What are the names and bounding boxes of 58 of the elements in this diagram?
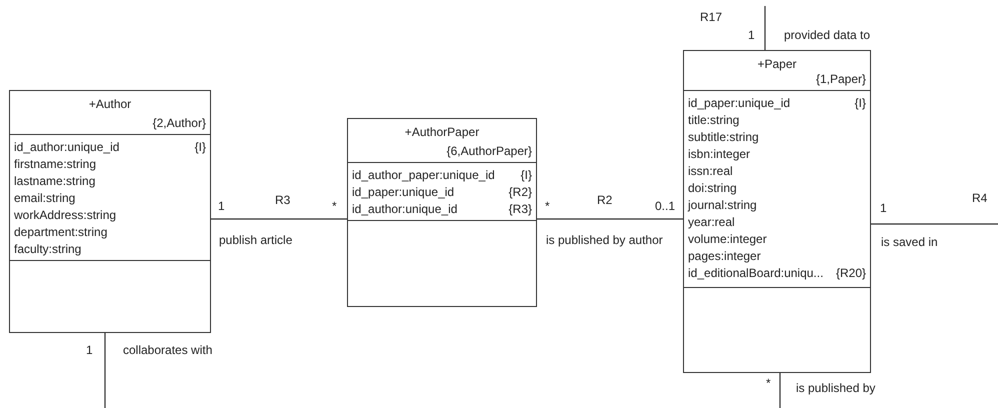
class-box (9, 90, 211, 333)
edge-label: provided data to (783, 28, 872, 43)
multiplicity-label: 1 (880, 201, 887, 216)
class-name: +AuthorPaper (404, 125, 480, 140)
multiplicity-label: 0..1 (655, 199, 676, 214)
attribute-text: title:string (688, 113, 740, 127)
edge-label: is published by (795, 381, 876, 396)
class-name: +Paper (757, 57, 797, 72)
attribute-text: id_paper:unique_id (688, 96, 790, 110)
association-line (104, 333, 106, 408)
relation-name: R4 (972, 191, 988, 206)
attribute-marker: {I} (520, 167, 532, 184)
multiplicity-label: 1 (86, 343, 93, 358)
attribute-text: id_editionalBoard:uniqu... (688, 266, 824, 280)
association-line (764, 6, 766, 50)
attribute-text: id_author:unique_id (352, 202, 458, 216)
attribute-text: year:real (688, 215, 735, 229)
multiplicity-label: * (332, 199, 337, 214)
attribute-text: lastname:string (14, 174, 96, 188)
edge-label: publish article (218, 233, 294, 248)
association-line (871, 223, 998, 225)
attribute-text: issn:real (688, 164, 733, 178)
attribute-text: doi:string (688, 181, 737, 195)
attribute-text: id_author:unique_id (14, 140, 120, 154)
relation-name: R2 (597, 193, 612, 208)
attribute-text: department:string (14, 225, 108, 239)
edge-label: is published by author (545, 233, 664, 248)
class-key-label: {2,Author} (152, 116, 206, 131)
association-line (211, 218, 347, 220)
class-box (683, 50, 871, 373)
relation-name: R17 (700, 10, 722, 25)
class-key-label: {6,AuthorPaper} (446, 144, 532, 159)
attribute-text: firstname:string (14, 157, 96, 171)
association-line (779, 373, 781, 408)
attribute-text: id_paper:unique_id (352, 185, 454, 199)
multiplicity-label: 1 (218, 199, 225, 214)
attribute-text: volume:integer (688, 232, 767, 246)
multiplicity-label: * (766, 376, 771, 391)
attribute-text: journal:string (688, 198, 757, 212)
multiplicity-label: * (545, 199, 550, 214)
attribute-text: isbn:integer (688, 147, 750, 161)
association-line (537, 218, 683, 220)
attribute-text: faculty:string (14, 242, 82, 256)
attribute-marker: {R20} (836, 265, 866, 282)
attribute-marker: {I} (854, 95, 866, 112)
attribute-text: workAddress:string (14, 208, 116, 222)
multiplicity-label: 1 (748, 28, 755, 43)
relation-name: R3 (275, 193, 290, 208)
attribute-text: subtitle:string (688, 130, 759, 144)
attribute-text: pages:integer (688, 249, 761, 263)
class-key-label: {1,Paper} (816, 72, 866, 87)
class-name: +Author (88, 97, 132, 112)
attribute-marker: {R2} (508, 184, 532, 201)
attribute-marker: {R3} (508, 201, 532, 218)
attribute-marker: {I} (194, 139, 206, 156)
class-box (347, 118, 537, 307)
attribute-text: email:string (14, 191, 76, 205)
attribute-text: id_author_paper:unique_id (352, 168, 495, 182)
